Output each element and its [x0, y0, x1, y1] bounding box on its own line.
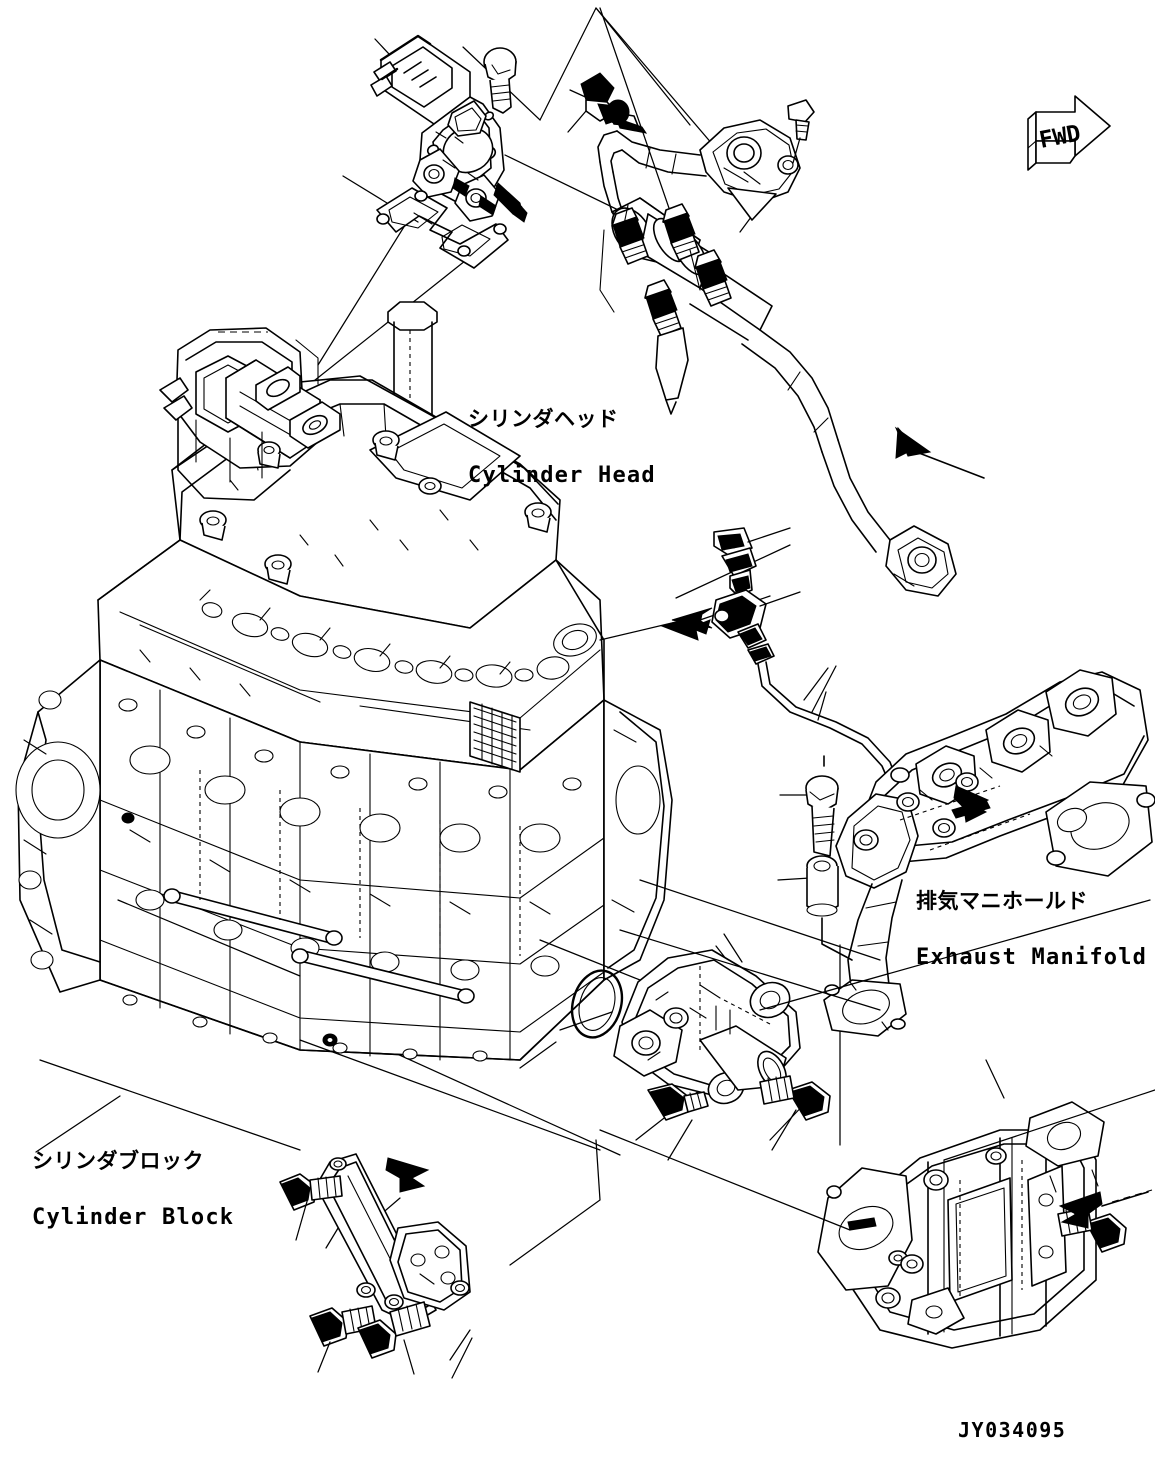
cylinder-block-body: [15, 659, 673, 1062]
assembly-arrow-right-pipe: [894, 426, 985, 479]
temperature-sensor-top: [569, 72, 648, 134]
label-cylinder-block-jp: シリンダブロック: [32, 1148, 204, 1173]
water-connector-bolt-left: [647, 1083, 709, 1121]
label-cylinder-block-en: Cylinder Block: [32, 1205, 235, 1231]
differential-pressure-sensor: [599, 589, 801, 649]
assembly-arrows: [385, 426, 1153, 1229]
assembly-arrow-manifold: [953, 785, 990, 823]
egr-valve-assembly: [370, 34, 528, 223]
pipe-clamp-bolt-4: [644, 279, 682, 337]
label-cylinder-head-en: Cylinder Head: [468, 463, 656, 489]
pressure-sensor: [713, 527, 791, 597]
pipe-clamp-bolt-2: [662, 203, 700, 261]
flange-gasket: [823, 979, 907, 1037]
engine-assembly: [15, 301, 673, 1062]
pipe-clamp-bolt-3: [694, 249, 732, 307]
label-exhaust-manifold: 排気マニホールド Exhaust Manifold: [916, 856, 1147, 1003]
bracket-bolt-lower-right: [357, 1301, 431, 1359]
water-connector-housing: [613, 949, 801, 1105]
drawing-number: JY034095: [958, 1418, 1067, 1442]
assembly-arrow-bracket: [385, 1157, 430, 1193]
label-cylinder-block: シリンダブロック Cylinder Block: [32, 1116, 234, 1263]
housing-bolt-1: [257, 441, 281, 469]
cover-bolt-d: [264, 554, 292, 585]
label-exhaust-manifold-en: Exhaust Manifold: [916, 945, 1148, 971]
assembly-arrow-cooler: [1058, 1189, 1153, 1229]
egr-cooler-pipe-assembly: [597, 99, 957, 597]
cover-bolt-a: [372, 430, 400, 461]
fwd-arrow-icon: FWD: [1027, 95, 1111, 171]
label-exhaust-manifold-jp: 排気マニホールド: [916, 888, 1088, 913]
construction-lines: [35, 879, 1155, 1231]
manifold-bolt: [805, 775, 839, 857]
manifold-spacer: [806, 855, 853, 961]
egr-valve-gasket: [376, 187, 509, 269]
bracket-bolt-lower-left: [309, 1305, 377, 1347]
leader-stubs: [295, 665, 1005, 1379]
mounting-bracket: [315, 1153, 471, 1325]
assembly-arrow-block-front: [671, 607, 713, 629]
front-housing: [159, 327, 341, 501]
cover-bolt-c: [199, 510, 227, 541]
egr-cooler-assembly: [817, 1101, 1105, 1349]
o-ring-seal: [570, 969, 624, 1039]
exhaust-manifold-body: [835, 669, 1155, 997]
egr-valve-bolt: [483, 47, 517, 114]
cover-bolt-f: [418, 477, 442, 495]
label-cylinder-head-jp: シリンダヘッド: [468, 406, 619, 431]
cover-bolt-e: [524, 502, 552, 533]
water-connector-bolt-right: [759, 1075, 831, 1121]
label-cylinder-head: シリンダヘッド Cylinder Head: [468, 374, 656, 521]
